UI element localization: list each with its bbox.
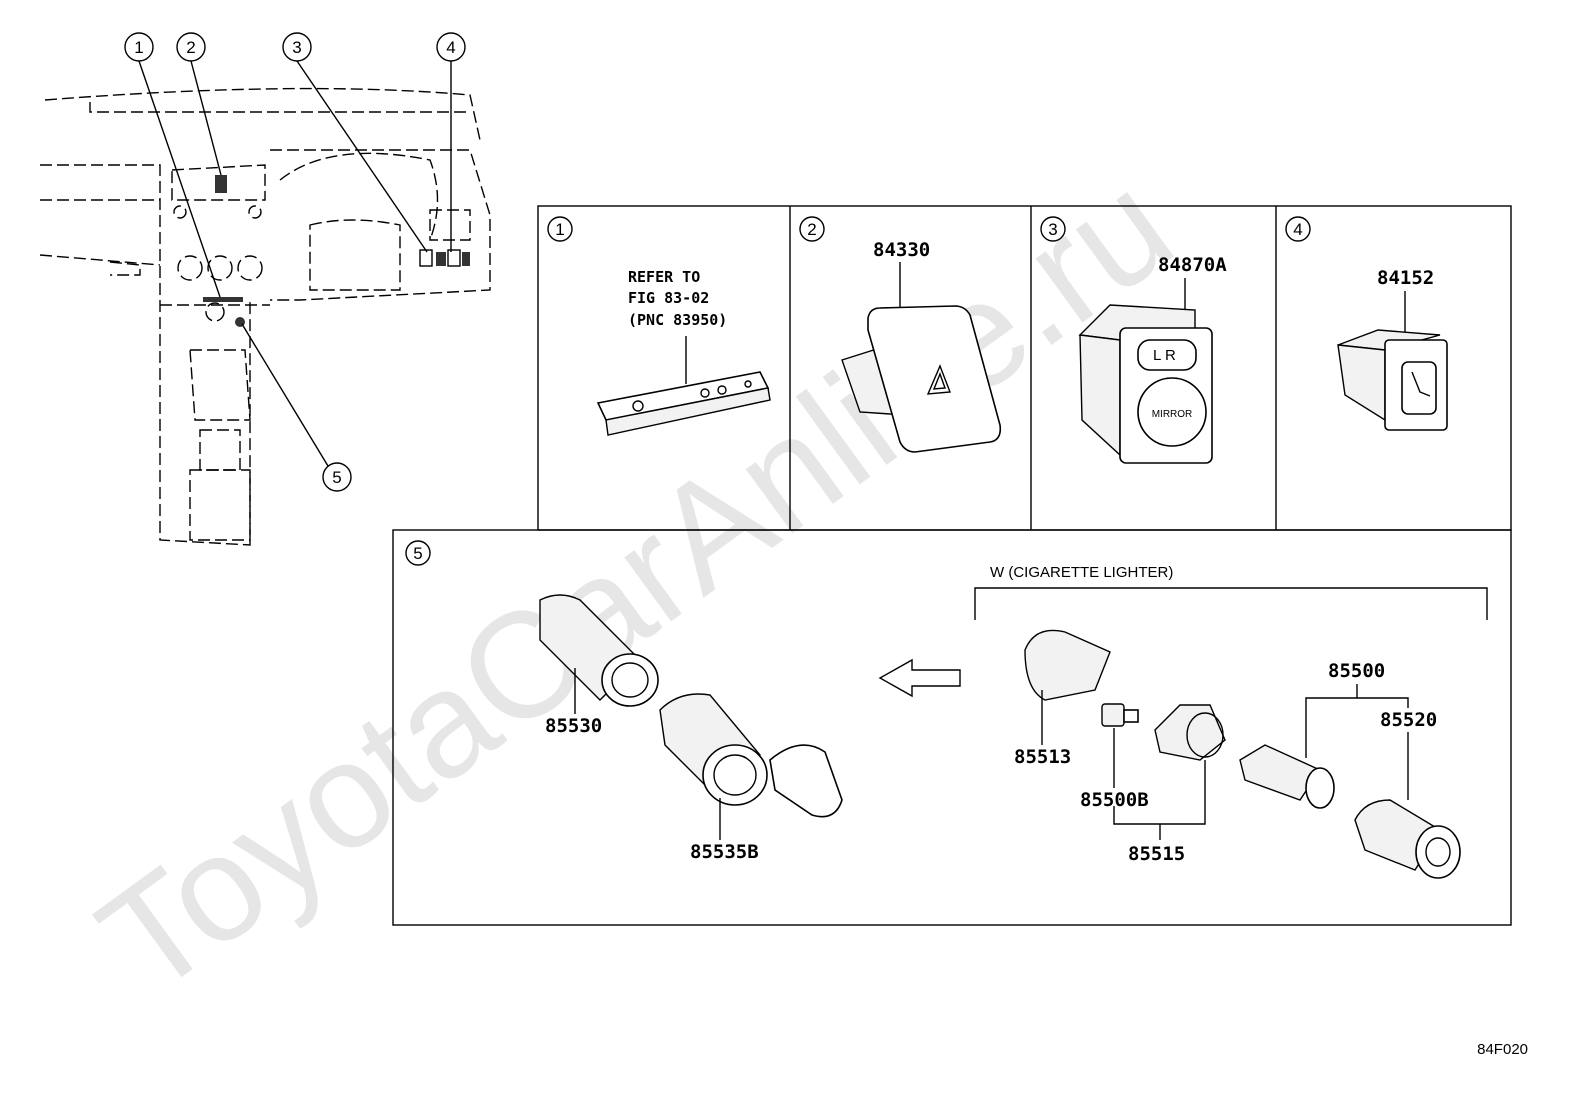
seat-heater-switch (1337, 329, 1448, 431)
part-85513: 85513 (1014, 746, 1071, 768)
dashboard-overview (39, 87, 491, 546)
lighter-85500 (1239, 744, 1335, 809)
panel-4-number: 4 (1293, 220, 1302, 239)
panel-2: 2 84330 (799, 216, 1002, 453)
bulb-85500b (1101, 703, 1139, 727)
panel-4: 4 84152 (1285, 216, 1448, 431)
callout-2-label: 2 (186, 38, 195, 57)
panel-1: 1 REFER TO FIG 83-02 (PNC 83950) (547, 216, 771, 436)
cigarette-lighter-group-label: W (CIGARETTE LIGHTER) (990, 564, 1173, 581)
mirror-label: MIRROR (1152, 409, 1193, 420)
mirror-lr-label: L R (1153, 347, 1176, 364)
lighter-85520 (1354, 799, 1461, 879)
panel-1-number: 1 (555, 220, 564, 239)
callout-5-label: 5 (332, 468, 341, 487)
panel-3: 3 84870A L R MIRROR (1040, 216, 1227, 464)
part-85500: 85500 (1328, 660, 1385, 682)
refer-line-3: (PNC 83950) (628, 311, 727, 329)
panel-5: 5 W (CIGARETTE LIGHTER) 85530 85535B 855… (392, 529, 1512, 926)
part-84870a: 84870A (1158, 254, 1227, 276)
callout-1-label: 1 (134, 38, 143, 57)
hazard-switch (841, 305, 1002, 453)
refer-line-1: REFER TO (628, 268, 700, 286)
part-85520: 85520 (1380, 709, 1437, 731)
overview-callouts: 1 2 3 4 5 (124, 32, 466, 492)
panel-2-number: 2 (807, 220, 816, 239)
ring-85513 (1024, 629, 1111, 701)
socket-85530 (539, 594, 659, 707)
part-85515: 85515 (1128, 843, 1185, 865)
direction-arrow (878, 658, 961, 698)
switch-panel-1-part (596, 371, 771, 436)
callout-5 (322, 462, 352, 492)
callout-3-label: 3 (292, 38, 301, 57)
ring-85515 (1154, 704, 1226, 761)
panel-3-number: 3 (1048, 220, 1057, 239)
refer-line-2: FIG 83-02 (628, 289, 709, 307)
socket-85535b (659, 693, 843, 818)
mirror-switch: L R MIRROR (1078, 304, 1213, 464)
callout-4-label: 4 (446, 38, 455, 57)
part-84152: 84152 (1377, 267, 1434, 289)
group-bracket (974, 587, 1488, 620)
panel-5-number: 5 (413, 544, 422, 563)
diagram-code: 84F020 (1477, 1041, 1528, 1058)
part-85500b: 85500B (1080, 789, 1149, 811)
part-84330: 84330 (873, 239, 930, 261)
part-85530: 85530 (545, 715, 602, 737)
part-85535b: 85535B (690, 841, 759, 863)
